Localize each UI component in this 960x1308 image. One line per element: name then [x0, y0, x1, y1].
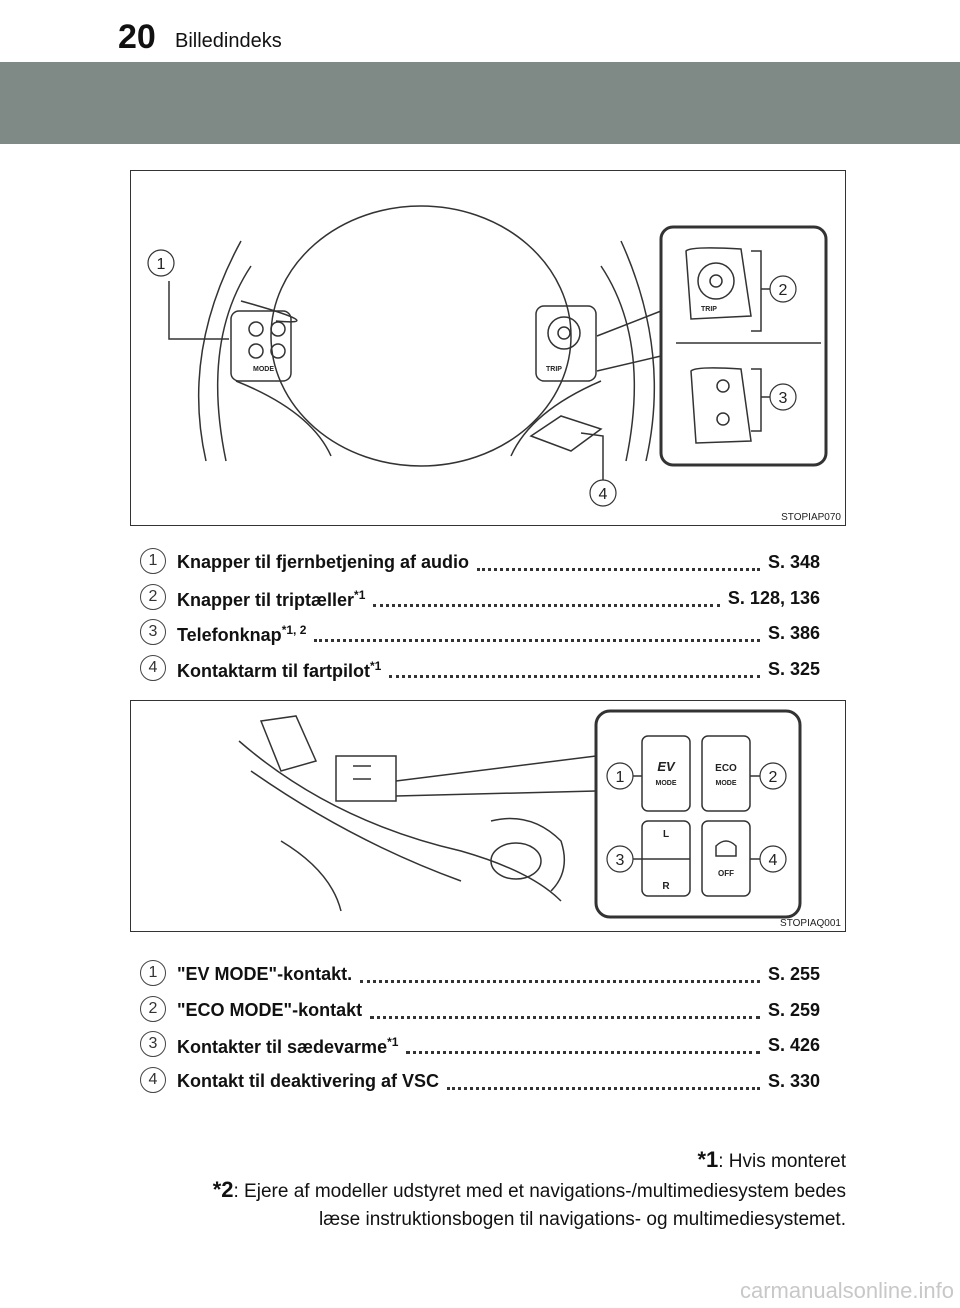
list-item: 3 Kontakter til sædevarme*1 S. 426 — [140, 1029, 820, 1065]
item-number: 1 — [140, 548, 166, 574]
item-number: 3 — [140, 619, 166, 645]
ev-mode-label: MODE — [656, 780, 677, 787]
figure-code: STOPIAQ001 — [780, 918, 841, 929]
page-reference[interactable]: S. 325 — [767, 658, 820, 679]
item-label: Kontakter til sædevarme*1 — [177, 1035, 399, 1057]
page-number: 20 — [118, 18, 156, 56]
item-number: 2 — [140, 583, 166, 610]
callout-4-marker — [759, 845, 787, 873]
list-item: 4 Kontakt til deaktivering af VSC S. 330 — [140, 1065, 820, 1101]
callout-3-marker — [606, 845, 634, 873]
footnote-2: *2: Ejere af modeller udstyret med et na… — [146, 1176, 846, 1206]
callout-3-label: 3 — [779, 390, 788, 407]
footnote-marker: *1 — [370, 658, 382, 673]
footnote-2-marker: *2 — [212, 1177, 234, 1202]
dot-leader — [447, 1065, 760, 1090]
seat-heater-r-label: R — [662, 881, 670, 892]
page-reference[interactable]: S. 386 — [767, 623, 820, 643]
console-switches-figure: EV MODE ECO MODE L R OFF 1 2 3 4 STOPIAQ… — [130, 700, 846, 932]
dot-leader — [406, 1029, 760, 1054]
callout-2-marker — [769, 275, 797, 303]
page-reference[interactable]: S. 426 — [767, 1035, 820, 1055]
page-reference[interactable]: S. 330 — [767, 1070, 820, 1091]
dot-leader — [477, 546, 760, 571]
callout-4-label: 4 — [599, 486, 608, 503]
item-number: 3 — [140, 1031, 166, 1057]
callout-4-label: 4 — [769, 852, 778, 869]
ev-button-label: EV — [657, 759, 676, 774]
footnote-marker: *1 — [354, 587, 366, 602]
dot-leader — [360, 958, 760, 983]
list-item: 2 Knapper til triptæller*1 S. 128, 136 — [140, 582, 820, 618]
footnote-1-marker: *1 — [697, 1147, 719, 1172]
dot-leader — [373, 582, 720, 607]
list-item: 4 Kontaktarm til fartpilot*1 S. 325 — [140, 653, 820, 689]
footnote-2-continuation: læse instruktionsbogen til navigations- … — [319, 1209, 846, 1230]
seat-heater-l-label: L — [663, 829, 669, 840]
callout-2-label: 2 — [779, 282, 788, 299]
page-reference[interactable]: S. 348 — [767, 552, 820, 572]
list-item: 3 Telefonknap*1, 2 S. 386 — [140, 617, 820, 653]
item-number: 4 — [140, 1066, 166, 1093]
vsc-off-label: OFF — [718, 869, 734, 878]
footnote-2-text: : Ejere af modeller udstyret med et navi… — [233, 1181, 847, 1202]
dot-leader — [389, 653, 760, 678]
callout-2-marker — [759, 762, 787, 790]
callout-3-label: 3 — [616, 852, 625, 869]
section-banner — [0, 62, 960, 144]
list-item: 1 "EV MODE"-kontakt. S. 255 — [140, 958, 820, 994]
footnote-marker: *1 — [387, 1035, 399, 1049]
callout-2-label: 2 — [769, 769, 778, 786]
steering-wheel-figure: 1 2 3 4 MODE TRIP TRIP STOPIAP070 — [130, 170, 846, 526]
footnote-1: *1: Hvis monteret — [146, 1146, 846, 1176]
page-title: Billedindeks — [175, 30, 282, 52]
page-reference[interactable]: S. 128, 136 — [727, 587, 820, 608]
callout-1-marker — [606, 762, 634, 790]
footnote-marker: *1, 2 — [281, 623, 307, 637]
console-switches-list: 1 "EV MODE"-kontakt. S. 255 2 "ECO MODE"… — [140, 958, 820, 1100]
item-number: 1 — [140, 960, 166, 986]
callout-3-marker — [769, 383, 797, 411]
item-label: "ECO MODE"-kontakt — [177, 999, 363, 1020]
list-item: 1 Knapper til fjernbetjening af audio S.… — [140, 546, 820, 582]
steering-controls-list: 1 Knapper til fjernbetjening af audio S.… — [140, 546, 820, 688]
eco-mode-label: MODE — [716, 780, 737, 787]
footnote-1-text: : Hvis monteret — [718, 1151, 846, 1172]
trip-button-label-inset: TRIP — [701, 306, 717, 313]
callout-1-label: 1 — [157, 256, 166, 273]
callout-1-label: 1 — [616, 769, 625, 786]
callout-4-marker — [589, 479, 617, 507]
dot-leader — [370, 994, 760, 1019]
trip-button-label-wheel: TRIP — [546, 366, 562, 373]
figure-code: STOPIAP070 — [781, 512, 841, 523]
list-item: 2 "ECO MODE"-kontakt S. 259 — [140, 994, 820, 1030]
page-reference[interactable]: S. 259 — [767, 999, 820, 1020]
watermark: carmanualsonline.info — [739, 1278, 954, 1303]
page-header: 20 Billedindeks — [0, 0, 960, 60]
steering-wheel-illustration: 1 2 3 4 MODE TRIP TRIP — [147, 205, 828, 507]
item-label: Telefonknap*1, 2 — [177, 623, 307, 645]
item-number: 4 — [140, 654, 166, 681]
eco-button-label: ECO — [715, 763, 737, 774]
dot-leader — [314, 617, 760, 642]
console-illustration: EV MODE ECO MODE L R OFF 1 2 3 4 — [238, 709, 802, 919]
item-label: Kontaktarm til fartpilot*1 — [177, 658, 382, 681]
item-label: Kontakt til deaktivering af VSC — [177, 1070, 440, 1091]
mode-button-label: MODE — [253, 366, 274, 373]
page-reference[interactable]: S. 255 — [767, 964, 820, 984]
callout-1-marker — [147, 249, 175, 277]
item-number: 2 — [140, 995, 166, 1022]
item-label: Knapper til triptæller*1 — [177, 587, 366, 610]
item-label: "EV MODE"-kontakt. — [177, 964, 353, 984]
footnotes: *1: Hvis monteret *2: Ejere af modeller … — [146, 1146, 846, 1234]
item-label: Knapper til fjernbetjening af audio — [177, 552, 470, 572]
